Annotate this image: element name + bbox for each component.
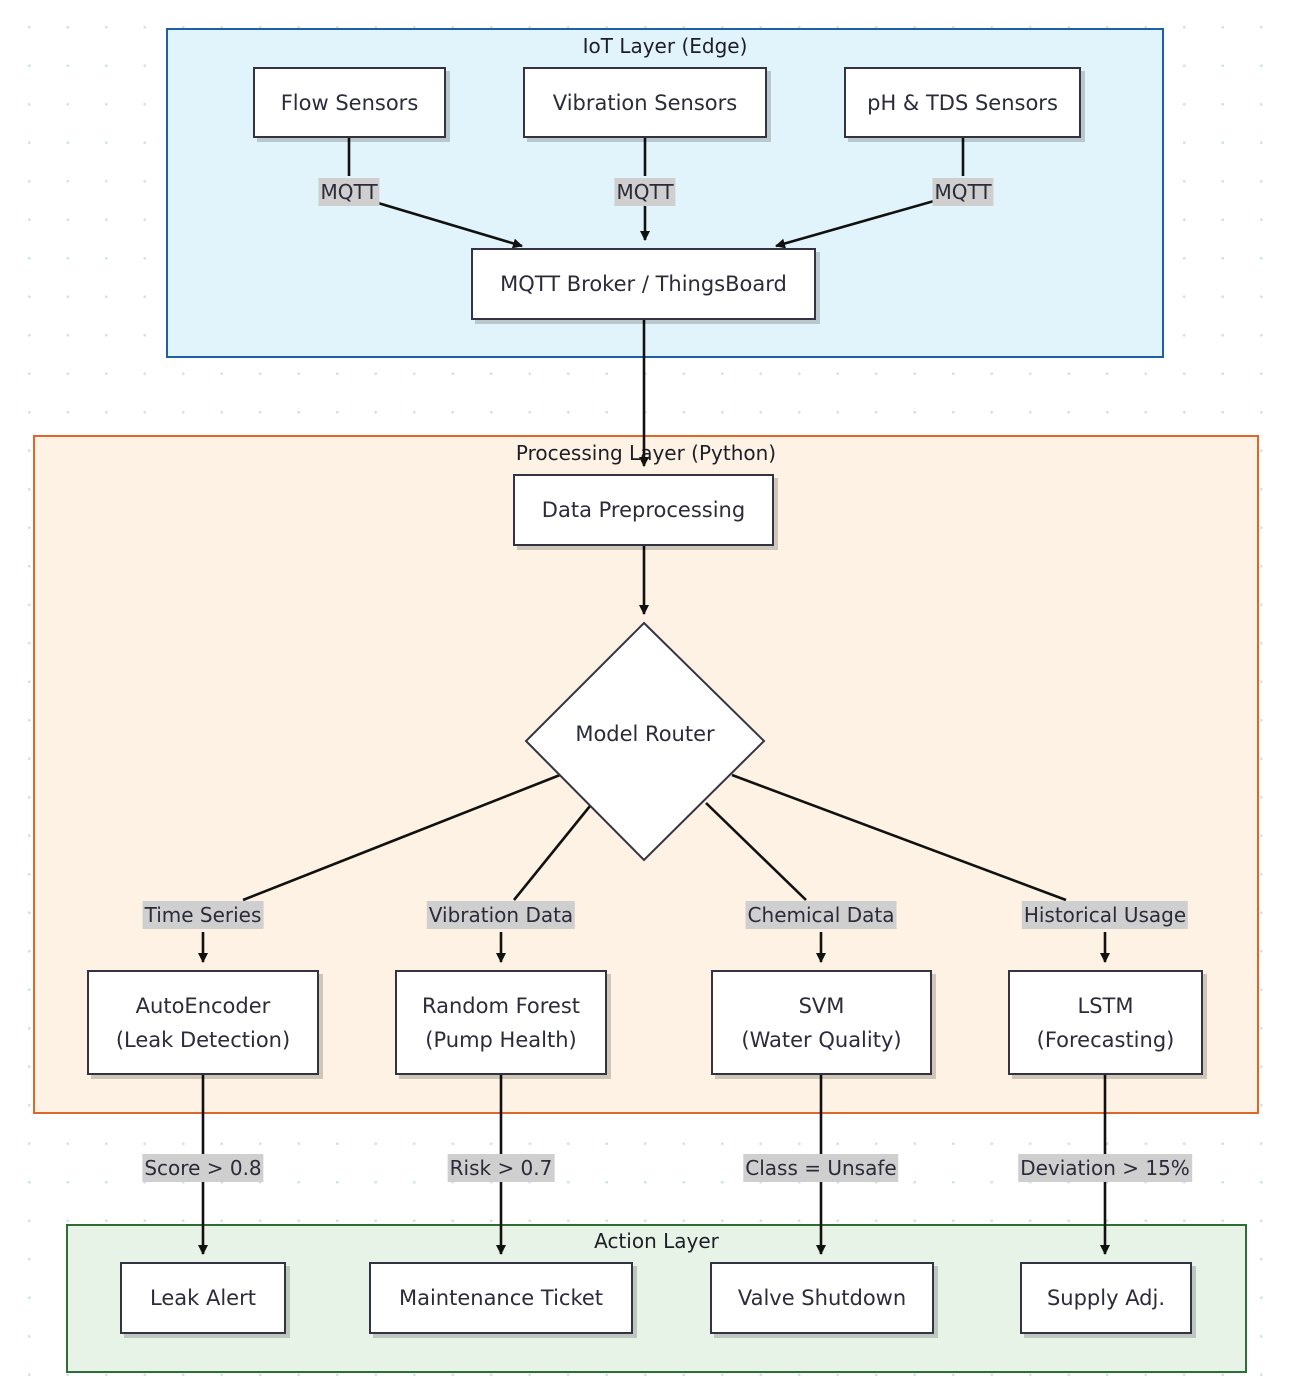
- autoencoder-node: AutoEncoder (Leak Detection): [87, 970, 319, 1075]
- edge-flow-to-broker: [347, 138, 522, 246]
- edge-ph-to-broker: [776, 138, 965, 246]
- lstm-node: LSTM (Forecasting): [1008, 970, 1203, 1075]
- edge-label-deviation: Deviation > 15%: [1018, 1154, 1192, 1182]
- iot-layer-title: IoT Layer (Edge): [582, 34, 748, 58]
- svm-title: SVM: [798, 993, 845, 1018]
- vibration-sensors-label: Vibration Sensors: [552, 90, 738, 115]
- random-forest-node: Random Forest (Pump Health): [395, 970, 607, 1075]
- maintenance-ticket-node: Maintenance Ticket: [369, 1262, 633, 1334]
- edge-label-class: Class = Unsafe: [743, 1154, 899, 1182]
- edge-router-to-chemical-data: [705, 802, 807, 901]
- valve-shutdown-label: Valve Shutdown: [737, 1286, 907, 1310]
- random-forest-subtitle: (Pump Health): [425, 1027, 577, 1052]
- edge-label-historical-usage: Historical Usage: [1021, 901, 1189, 929]
- svm-node: SVM (Water Quality): [711, 970, 932, 1075]
- edge-label-chemical-data: Chemical Data: [745, 901, 897, 929]
- leak-alert-label: Leak Alert: [150, 1286, 256, 1310]
- data-preprocessing-node: Data Preprocessing: [513, 474, 774, 546]
- autoencoder-title: AutoEncoder: [135, 993, 271, 1018]
- edge-router-to-vibration-data: [512, 805, 592, 901]
- edge-label-score: Score > 0.8: [142, 1154, 264, 1182]
- edge-router-to-historical: [731, 773, 1067, 902]
- model-router-diamond: [524, 621, 766, 862]
- lstm-subtitle: (Forecasting): [1036, 1027, 1175, 1052]
- edge-label-risk: Risk > 0.7: [447, 1154, 555, 1182]
- edge-label-mqtt-ph: MQTT: [932, 178, 994, 206]
- edge-label-time-series: Time Series: [142, 901, 264, 929]
- supply-adj-node: Supply Adj.: [1020, 1262, 1192, 1334]
- random-forest-title: Random Forest: [421, 993, 581, 1018]
- mqtt-broker-node: MQTT Broker / ThingsBoard: [471, 248, 816, 320]
- edge-label-mqtt-vibration: MQTT: [614, 178, 676, 206]
- lstm-title: LSTM: [1077, 993, 1134, 1018]
- action-layer-title: Action Layer: [594, 1229, 719, 1253]
- ph-tds-sensors-label: pH & TDS Sensors: [867, 90, 1058, 115]
- valve-shutdown-node: Valve Shutdown: [710, 1262, 934, 1334]
- vibration-sensors-node: Vibration Sensors: [523, 67, 767, 138]
- edge-label-mqtt-flow: MQTT: [318, 178, 380, 206]
- autoencoder-subtitle: (Leak Detection): [115, 1027, 291, 1052]
- supply-adj-label: Supply Adj.: [1046, 1286, 1166, 1310]
- model-router-label: Model Router: [575, 722, 715, 746]
- svm-subtitle: (Water Quality): [741, 1027, 902, 1052]
- mqtt-broker-label: MQTT Broker / ThingsBoard: [500, 272, 787, 296]
- leak-alert-node: Leak Alert: [120, 1262, 286, 1334]
- data-preprocessing-label: Data Preprocessing: [541, 498, 746, 522]
- maintenance-ticket-label: Maintenance Ticket: [398, 1286, 604, 1310]
- edge-router-to-timeseries: [242, 773, 561, 902]
- flow-sensors-label: Flow Sensors: [280, 90, 419, 115]
- flow-sensors-node: Flow Sensors: [253, 67, 446, 138]
- ph-tds-sensors-node: pH & TDS Sensors: [844, 67, 1081, 138]
- edge-label-vibration-data: Vibration Data: [426, 901, 576, 929]
